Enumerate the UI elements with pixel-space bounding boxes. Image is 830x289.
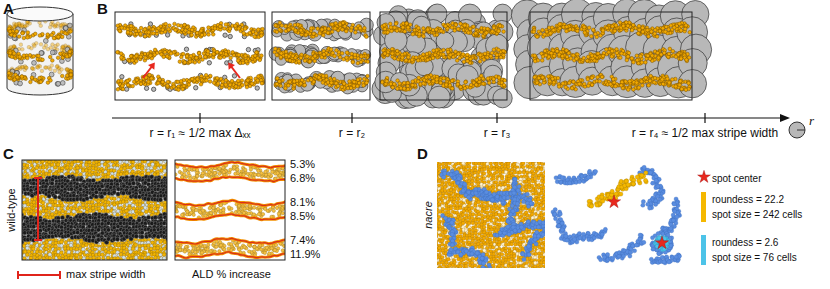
figure-page: ABCDr = r₁ ≈ 1/2 max Δₓₓr = r₂r = r₃r = … [0, 0, 830, 289]
